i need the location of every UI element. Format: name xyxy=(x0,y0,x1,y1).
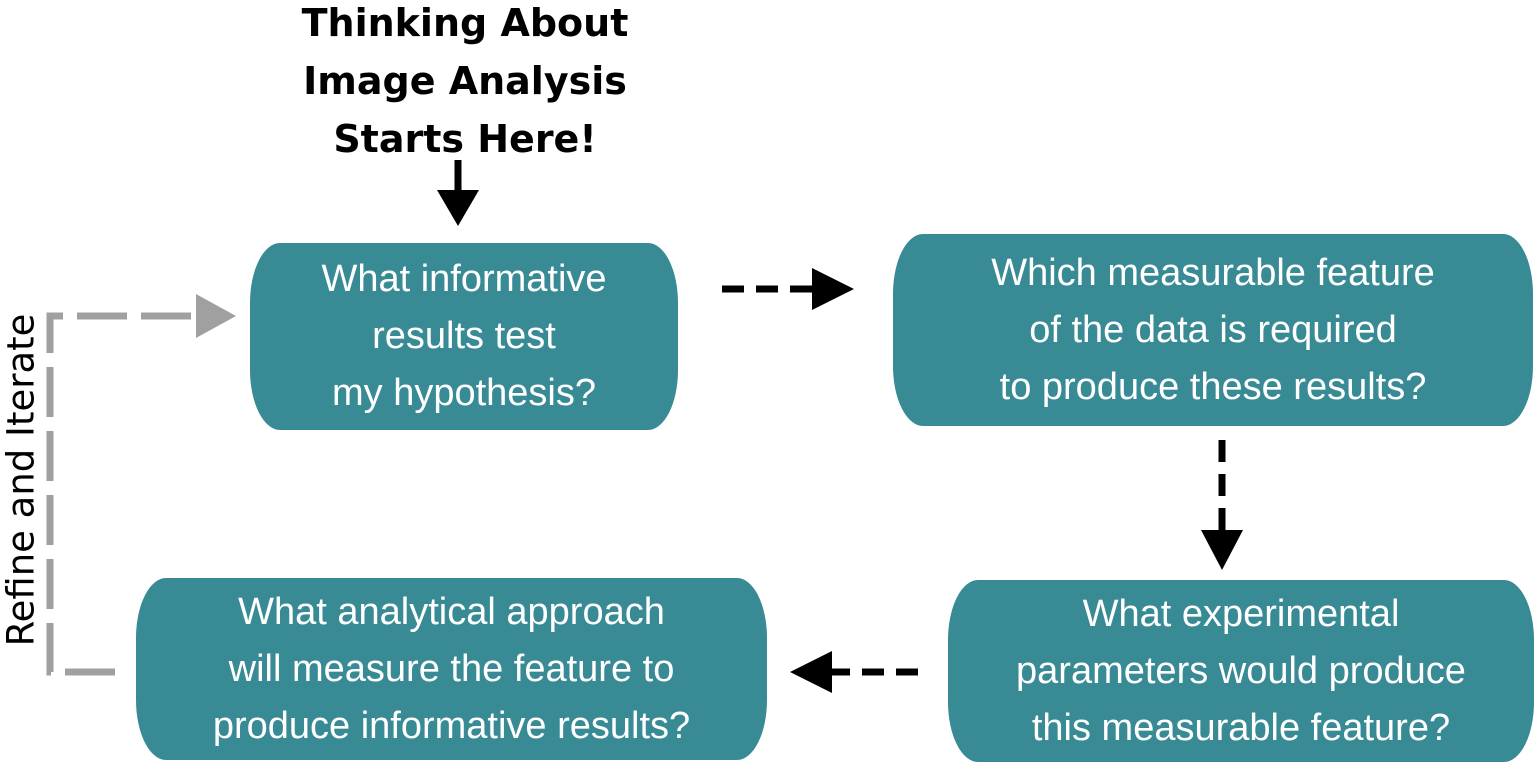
refine-iterate-label: Refine and Iterate xyxy=(0,313,43,647)
arrow-parameters-to-approach xyxy=(790,651,918,693)
hypothesis-line-3: my hypothesis? xyxy=(331,372,596,414)
approach-line-1: What analytical approach xyxy=(238,590,665,633)
hypothesis-line-2: results test xyxy=(372,315,556,357)
feature-line-1: Which measurable feature xyxy=(991,251,1435,294)
feature-line-3: to produce these results? xyxy=(999,365,1427,408)
arrow-feature-to-parameters xyxy=(1201,440,1243,570)
parameters-box: What experimental parameters would produ… xyxy=(948,580,1534,762)
hypothesis-line-1: What informative xyxy=(321,258,607,300)
approach-box: What analytical approach will measure th… xyxy=(136,578,767,760)
start-arrow xyxy=(437,160,479,226)
parameters-line-1: What experimental xyxy=(1082,592,1400,635)
title-line-3: Starts Here! xyxy=(333,117,597,161)
approach-line-3: produce informative results? xyxy=(212,704,691,747)
feature-line-2: of the data is required xyxy=(1029,308,1397,351)
approach-line-2: will measure the feature to xyxy=(228,647,675,690)
hypothesis-box: What informative results test my hypothe… xyxy=(250,243,678,430)
feature-box: Which measurable feature of the data is … xyxy=(893,234,1533,426)
title-line-1: Thinking About xyxy=(301,1,629,45)
diagram-title: Thinking About Image Analysis Starts Her… xyxy=(260,0,670,168)
parameters-line-3: this measurable feature? xyxy=(1031,706,1451,749)
arrow-hypothesis-to-feature xyxy=(722,268,854,310)
refine-loop-arrow xyxy=(46,294,236,676)
title-line-2: Image Analysis xyxy=(303,59,627,103)
parameters-line-2: parameters would produce xyxy=(1016,649,1466,692)
